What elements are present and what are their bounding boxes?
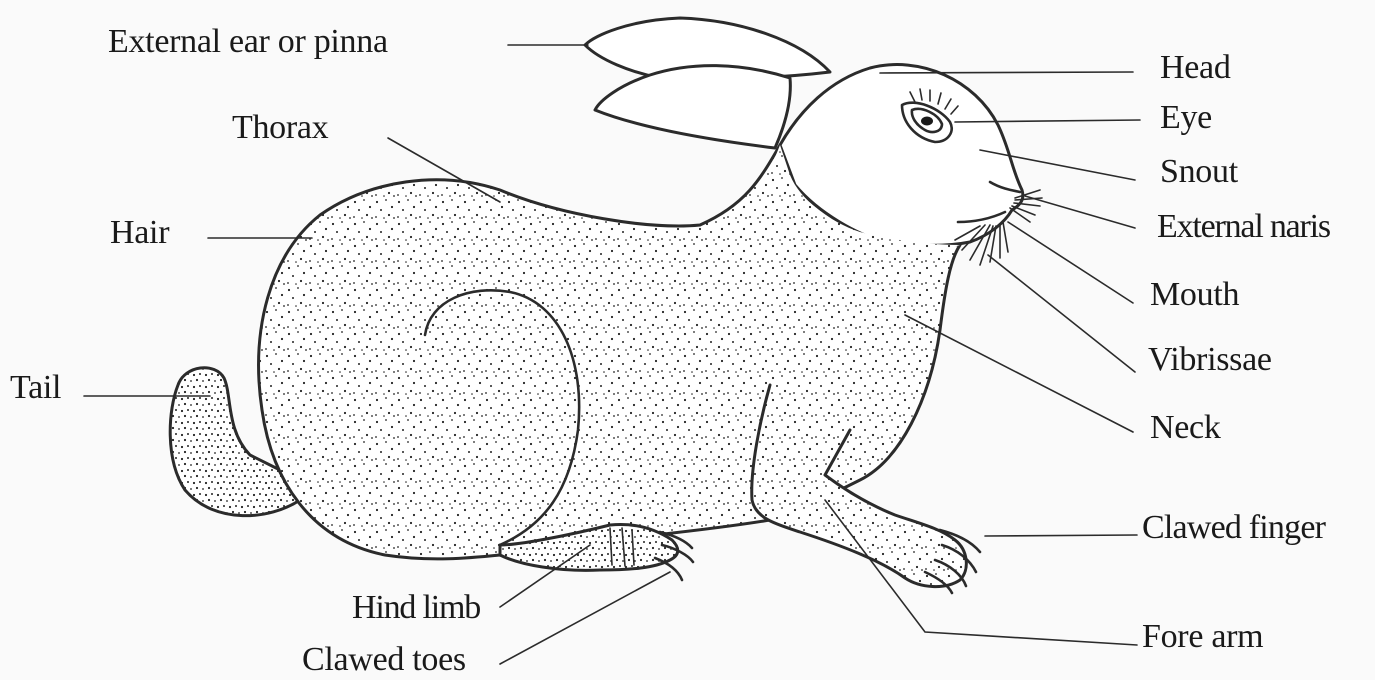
leader-clawed-finger <box>985 535 1137 536</box>
label-mouth: Mouth <box>1150 275 1239 315</box>
leader-vibrissae <box>988 255 1135 372</box>
label-vibrissae: Vibrissae <box>1148 340 1272 380</box>
label-thorax: Thorax <box>232 108 328 148</box>
label-fore-arm: Fore arm <box>1142 617 1263 657</box>
leader-clawed-toes <box>500 572 670 664</box>
label-hair: Hair <box>110 213 169 253</box>
leader-mouth <box>1008 222 1133 303</box>
rabbit-ear-front <box>595 66 790 148</box>
leader-external-naris <box>1025 196 1135 228</box>
label-neck: Neck <box>1150 408 1221 448</box>
label-head: Head <box>1160 48 1231 88</box>
label-eye: Eye <box>1160 98 1212 138</box>
label-hind-limb: Hind limb <box>352 588 480 628</box>
label-clawed-finger: Clawed finger <box>1142 508 1325 548</box>
label-external-naris: External naris <box>1157 207 1330 247</box>
label-clawed-toes: Clawed toes <box>302 640 466 680</box>
label-tail: Tail <box>10 368 61 408</box>
leader-head <box>880 72 1133 73</box>
label-snout: Snout <box>1160 152 1238 192</box>
leader-neck <box>905 315 1133 432</box>
label-external-ear: External ear or pinna <box>108 22 388 62</box>
